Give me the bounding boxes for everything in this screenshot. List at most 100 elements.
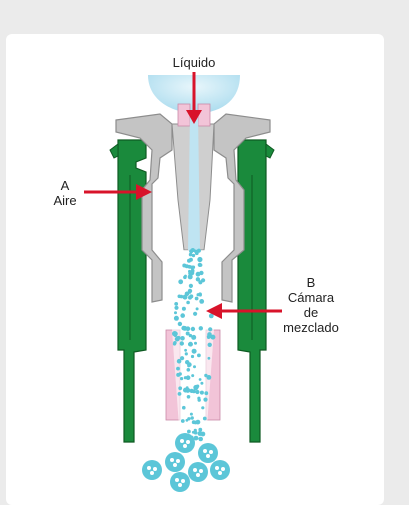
droplet xyxy=(188,274,193,279)
droplet xyxy=(195,437,198,440)
droplet xyxy=(203,417,207,421)
bubble xyxy=(170,472,190,492)
droplet xyxy=(196,420,201,425)
bubble xyxy=(165,452,185,472)
droplet xyxy=(173,341,177,345)
droplet xyxy=(176,367,180,371)
droplet xyxy=(192,389,196,393)
droplet xyxy=(198,437,203,442)
bubble-highlight xyxy=(186,440,190,444)
droplet xyxy=(198,280,202,284)
droplet xyxy=(187,417,190,420)
droplet xyxy=(208,343,212,347)
bubble xyxy=(188,462,208,482)
droplet xyxy=(203,398,207,402)
label-mixing-line3: mezclado xyxy=(278,320,344,335)
exit-bubbles xyxy=(142,433,230,492)
droplet xyxy=(187,259,191,263)
bubble-highlight xyxy=(180,439,184,443)
droplet xyxy=(187,368,191,372)
droplet xyxy=(193,365,196,368)
droplet xyxy=(172,331,177,336)
bubble-highlight xyxy=(153,467,157,471)
droplet xyxy=(181,419,185,423)
droplet xyxy=(196,272,201,277)
bubble-highlight xyxy=(173,463,177,467)
bubble-highlight xyxy=(196,473,200,477)
droplet xyxy=(180,313,185,318)
green-left-hook xyxy=(110,144,118,158)
bubble xyxy=(175,433,195,453)
bubble-highlight xyxy=(175,478,179,482)
droplet xyxy=(191,327,195,331)
bubble-highlight xyxy=(176,459,180,463)
droplet xyxy=(194,429,197,432)
droplet xyxy=(182,307,186,311)
bubble-highlight xyxy=(183,444,187,448)
droplet xyxy=(178,386,182,390)
droplet xyxy=(199,299,204,304)
droplet xyxy=(199,378,202,381)
label-mixing-letter: B xyxy=(296,275,326,290)
droplet xyxy=(199,326,203,330)
droplet xyxy=(186,326,191,331)
bubble xyxy=(210,460,230,480)
liquid-channel xyxy=(188,112,200,250)
droplet xyxy=(189,342,193,346)
droplet xyxy=(180,356,184,360)
droplet xyxy=(189,284,193,288)
bubble-highlight xyxy=(215,466,219,470)
droplet xyxy=(197,257,202,262)
droplet xyxy=(174,316,179,321)
droplet xyxy=(187,364,190,367)
droplet xyxy=(174,302,178,306)
droplet xyxy=(198,292,202,296)
bubble xyxy=(142,460,162,480)
droplet xyxy=(208,357,211,360)
bubble-highlight xyxy=(178,483,182,487)
bubble-highlight xyxy=(218,471,222,475)
green-right-hook xyxy=(266,144,274,158)
droplet xyxy=(188,296,192,300)
droplet xyxy=(183,295,188,300)
bubble-highlight xyxy=(203,449,207,453)
bubble xyxy=(198,443,218,463)
droplet xyxy=(191,416,194,419)
droplet xyxy=(207,332,212,337)
droplet xyxy=(208,327,212,331)
droplet xyxy=(200,391,204,395)
droplet xyxy=(190,413,193,416)
droplet xyxy=(192,254,195,257)
droplet xyxy=(179,372,182,375)
droplet xyxy=(178,392,182,396)
droplet xyxy=(187,430,191,434)
pink-seal-top-right xyxy=(198,104,210,126)
droplet xyxy=(188,270,191,273)
bubble-highlight xyxy=(199,469,203,473)
droplet xyxy=(182,406,186,410)
bubble-highlight xyxy=(150,471,154,475)
droplet xyxy=(178,279,183,284)
droplet xyxy=(186,375,191,380)
droplet xyxy=(197,397,200,400)
droplet xyxy=(186,332,190,336)
droplet xyxy=(183,276,187,280)
droplet xyxy=(194,342,197,345)
bubble-highlight xyxy=(206,454,210,458)
label-liquid: Líquido xyxy=(164,55,224,70)
droplet xyxy=(193,312,197,316)
droplet xyxy=(197,354,201,358)
label-mixing-line2: de xyxy=(278,305,344,320)
bubble-highlight xyxy=(147,466,151,470)
label-air: Aire xyxy=(44,193,86,208)
droplet xyxy=(199,263,202,266)
droplet xyxy=(186,386,189,389)
droplet xyxy=(184,349,187,352)
droplet xyxy=(207,336,210,339)
droplet xyxy=(204,391,208,395)
droplet xyxy=(198,431,203,436)
droplet xyxy=(180,341,184,345)
droplet xyxy=(176,336,180,340)
droplet xyxy=(191,374,194,377)
